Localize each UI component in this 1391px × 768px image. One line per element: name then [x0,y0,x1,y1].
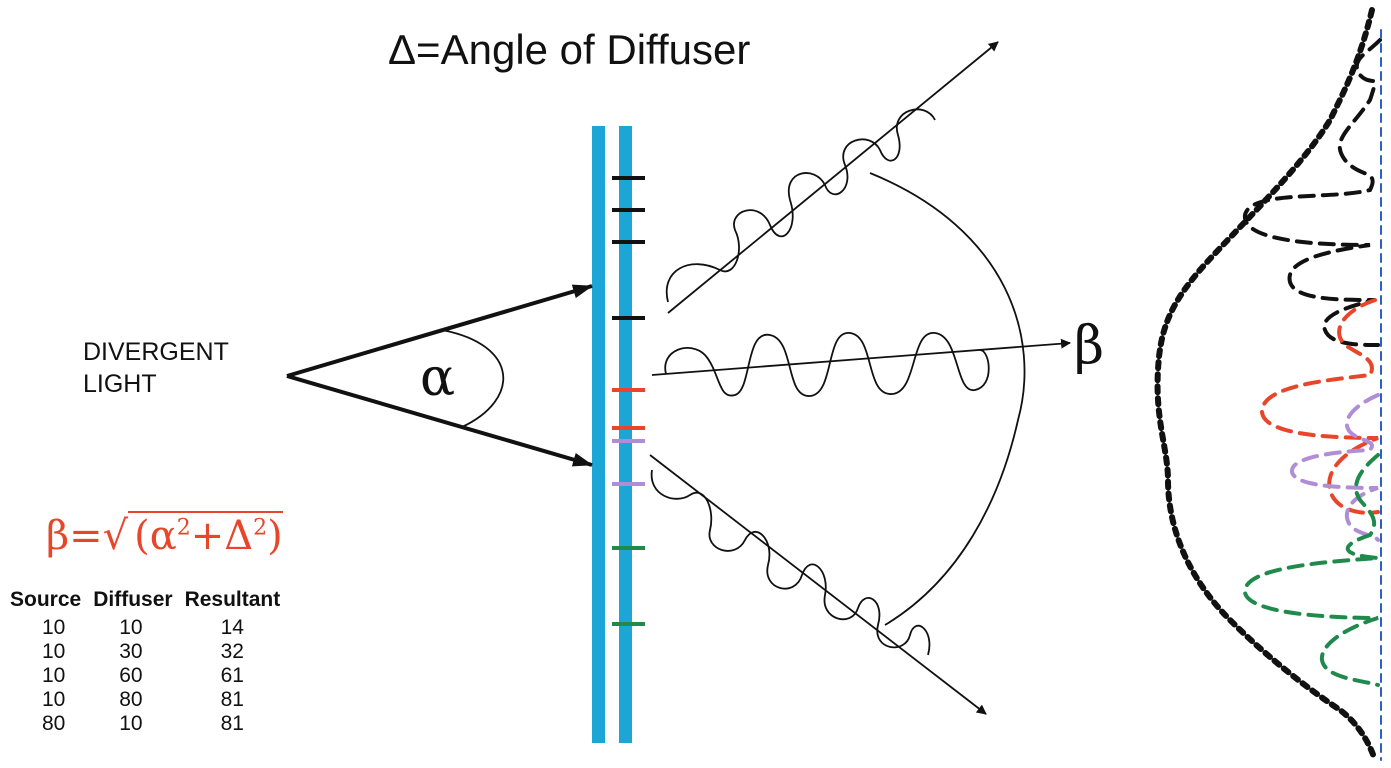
upper-wave [665,108,936,303]
formula-sq2: 2 [253,515,268,541]
alpha-symbol: α [420,348,456,408]
formula-plus: +Δ [190,513,254,559]
cell-resultant: 61 [220,664,244,687]
beta-resultant-arc [869,172,1026,626]
cell-diffuser: 30 [119,640,143,663]
divergent-light-label: DIVERGENT LIGHT [83,336,229,400]
cell-resultant: 32 [220,640,244,663]
purple-dashed-profile [1290,393,1380,542]
envelope-profile [1154,7,1378,763]
red-dashed-profile [1260,298,1380,515]
table-row: 10 60 61 [6,664,288,688]
cell-resultant: 81 [220,712,244,735]
formula-lhs: β= [46,513,103,559]
table-header-row: Source Diffuser Resultant [6,588,288,616]
cell-source: 10 [42,616,66,639]
formula-close: ) [267,513,283,559]
results-table: Source Diffuser Resultant 10 10 14 10 30… [6,588,288,736]
cell-source: 10 [42,664,66,687]
formula-radicand: (α2+Δ2) [128,511,283,559]
beta-symbol: β [1074,316,1105,376]
formula-radical: √ [102,513,129,559]
header-diffuser: Diffuser [93,588,173,611]
cell-diffuser: 10 [119,616,143,639]
black-dashed-profile [1243,38,1382,347]
output-rays [649,41,1071,715]
cell-diffuser: 10 [119,712,143,735]
cell-source: 10 [42,640,66,663]
cell-diffuser: 60 [119,664,143,687]
table-row: 10 10 14 [6,616,288,640]
header-source: Source [10,588,82,611]
divergent-label-line2: LIGHT [83,370,157,398]
table-row: 10 80 81 [6,688,288,712]
diffuser-ticks [612,176,645,626]
divergent-label-line1: DIVERGENT [83,338,229,366]
diffuser-plate [592,126,632,743]
cell-diffuser: 80 [119,688,143,711]
cell-resultant: 14 [220,616,244,639]
cell-resultant: 81 [220,688,244,711]
cell-source: 10 [42,688,66,711]
header-resultant: Resultant [184,588,281,611]
table-row: 80 10 81 [6,712,288,736]
diagram-title: Δ=Angle of Diffuser [388,26,751,73]
lower-wave [650,469,931,656]
alpha-angle-arc [441,329,505,428]
formula-open: (α [134,513,177,559]
intensity-profiles [1154,7,1382,763]
formula-sq1: 2 [176,515,191,541]
green-dashed-profile [1243,453,1380,687]
middle-wave [664,332,990,397]
cell-source: 80 [42,712,66,735]
beta-formula: β=√(α2+Δ2) [46,511,283,559]
table-row: 10 30 32 [6,640,288,664]
divergent-rays [286,284,593,467]
